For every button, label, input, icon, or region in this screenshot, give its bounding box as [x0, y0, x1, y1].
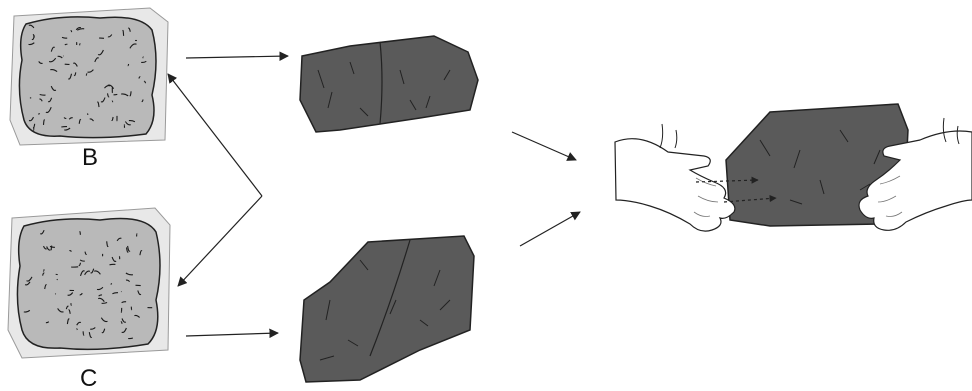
left-hand	[615, 124, 735, 231]
brain-tissue-b	[19, 17, 156, 138]
gyrus-line	[112, 101, 113, 102]
label-c: C	[80, 365, 97, 391]
arrow-to-b	[168, 74, 262, 196]
gyrus-line	[40, 95, 46, 96]
gyrus-line	[128, 338, 133, 339]
tissue-block-c	[300, 236, 474, 382]
tissue-block-b	[300, 36, 478, 132]
brain-tissue-c	[17, 219, 160, 350]
arrow-c-to-block	[186, 333, 278, 336]
arrow-to-c	[178, 196, 262, 286]
gyrus-line	[65, 44, 68, 45]
arrow-block-c-to-combined	[520, 212, 580, 246]
label-b: B	[82, 144, 98, 171]
sample-tray-b	[10, 8, 168, 145]
gyrus-line	[38, 114, 40, 115]
sample-tray-c	[8, 208, 170, 358]
arrow-block-b-to-combined	[512, 132, 576, 160]
arrow-b-to-block	[186, 56, 288, 58]
